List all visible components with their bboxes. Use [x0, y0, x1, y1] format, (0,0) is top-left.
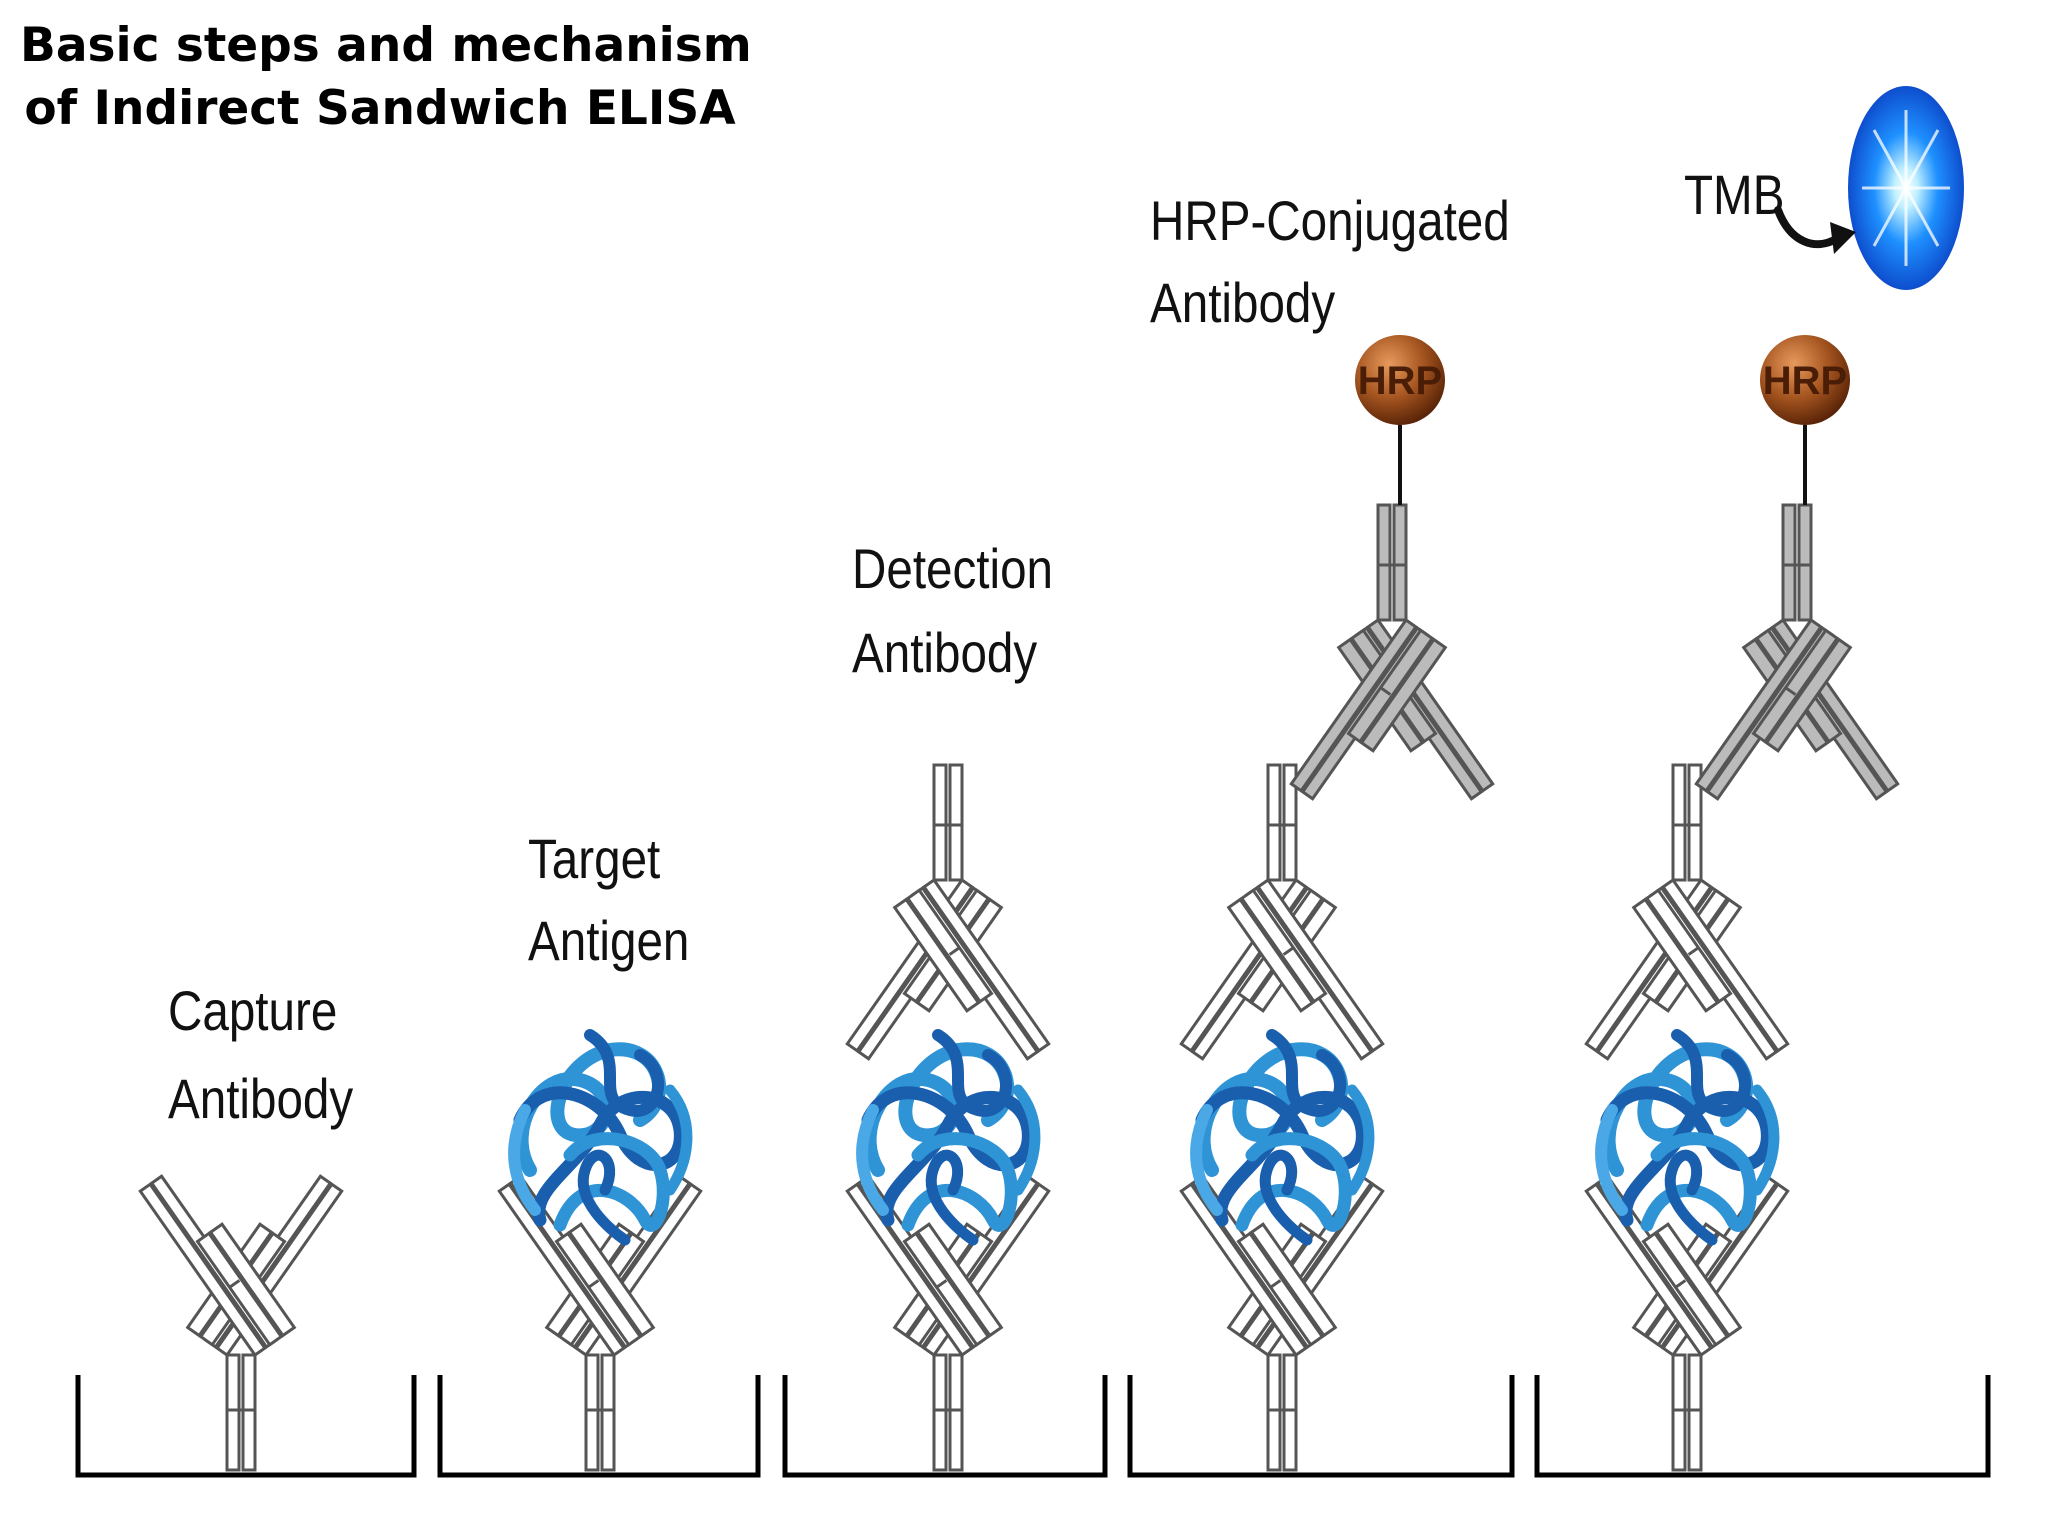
- capture-label-line2: Antibody: [168, 1068, 353, 1130]
- capture-label-line1: Capture: [168, 980, 337, 1042]
- hrp-beads: HRP HRP: [1355, 335, 1850, 505]
- antibody-icon: [1179, 763, 1385, 1073]
- well-1: [75, 1375, 417, 1478]
- antigen-icon: [1601, 1035, 1774, 1240]
- conjugated-label-line2: Antibody: [1150, 272, 1335, 334]
- title-line-2: of Indirect Sandwich ELISA: [24, 81, 736, 136]
- antigen-icon: [862, 1035, 1035, 1240]
- signal-burst-icon: [1848, 86, 1964, 290]
- step-labels: Capture Antibody Target Antigen Detectio…: [168, 164, 1784, 1130]
- svg-text:HRP: HRP: [1358, 359, 1442, 403]
- conjugated-label-line1: HRP-Conjugated: [1150, 190, 1510, 252]
- antigen-label-line1: Target: [528, 828, 661, 890]
- antibody-icon: [138, 1162, 344, 1472]
- antigens: [514, 1035, 1774, 1240]
- curved-arrow-icon: [1774, 206, 1856, 254]
- well-5: [1534, 1375, 1991, 1478]
- antibody-icon: [1584, 763, 1790, 1073]
- hrp-bead-icon: HRP: [1355, 335, 1445, 425]
- well-4: [1127, 1375, 1515, 1478]
- detection-label-line2: Antibody: [852, 622, 1037, 684]
- page-title: Basic steps and mechanism of Indirect Sa…: [20, 14, 752, 140]
- antibody-icon: [1694, 503, 1900, 813]
- conjugated-antibodies: [1289, 503, 1900, 813]
- well-2: [437, 1375, 761, 1478]
- antibody-icon: [1289, 503, 1495, 813]
- detection-label-line1: Detection: [852, 538, 1053, 600]
- antigen-label-line2: Antigen: [528, 910, 689, 972]
- tmb-label: TMB: [1684, 164, 1784, 226]
- antibody-icon: [845, 763, 1051, 1073]
- hrp-bead-icon: HRP: [1760, 335, 1850, 425]
- capture-antibodies: [138, 1162, 1790, 1472]
- title-line-1: Basic steps and mechanism: [20, 18, 752, 73]
- svg-text:HRP: HRP: [1763, 359, 1847, 403]
- detection-antibodies: [845, 763, 1790, 1073]
- antigen-icon: [514, 1035, 687, 1240]
- plate-wells: [75, 1375, 1991, 1478]
- antigen-icon: [1196, 1035, 1369, 1240]
- well-3: [782, 1375, 1108, 1478]
